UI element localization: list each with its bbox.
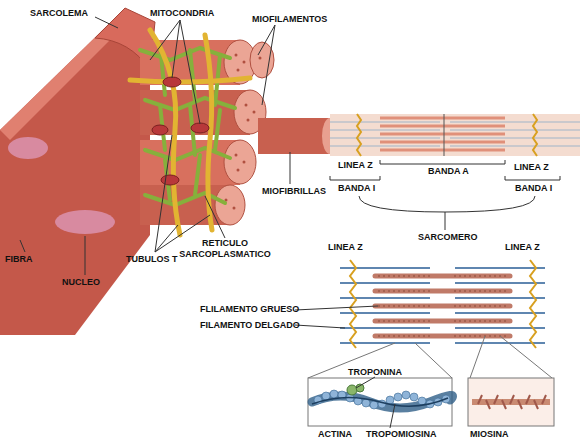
part-label: BANDA A — [428, 166, 469, 177]
sarcomere-detail — [340, 260, 545, 348]
nucleus — [8, 137, 48, 159]
t-tubules — [130, 30, 250, 235]
part-label: NUCLEO — [62, 277, 100, 288]
part-label: RETICULO SARCOPLASMATICO — [175, 238, 275, 260]
part-label: FILAMENTO DELGADO — [200, 320, 300, 331]
leader-lines — [20, 17, 395, 428]
mitochondria — [152, 77, 209, 185]
part-label: FIBRA — [5, 254, 33, 265]
part-label: MIOFIBRILLAS — [262, 186, 326, 197]
part-label: MIOFILAMENTOS — [252, 14, 327, 25]
myosin-filament — [472, 395, 550, 409]
nucleus — [55, 210, 115, 234]
myofibril — [258, 118, 330, 154]
part-label: LINEA Z — [328, 242, 363, 253]
band-brackets — [330, 160, 560, 230]
part-label: TUBULOS T — [126, 254, 178, 265]
part-label: TROPOMIOSINA — [366, 429, 437, 440]
sarcomere-strip — [330, 114, 580, 156]
part-label: SARCOLEMA — [30, 8, 88, 19]
part-label: BANDA I — [515, 183, 552, 194]
part-label: MITOCONDRIA — [150, 8, 214, 19]
zoom-lines — [308, 336, 552, 378]
muscle-fiber — [0, 18, 150, 335]
sarcoplasmic-reticulum — [140, 45, 235, 205]
part-label: SARCOMERO — [418, 232, 478, 243]
part-label: MIOSINA — [470, 429, 509, 440]
actin-filament — [312, 384, 453, 409]
myosin-inset — [468, 378, 554, 426]
part-label: ACTINA — [318, 429, 352, 440]
part-label: TROPONINA — [348, 367, 402, 378]
part-label: LINEA Z — [514, 162, 549, 173]
actin-inset — [308, 378, 452, 426]
part-label: BANDA I — [338, 183, 375, 194]
part-label: FLILAMENTO GRUESO — [200, 304, 299, 315]
part-label: LINEA Z — [338, 160, 373, 171]
part-label: LINEA Z — [505, 242, 540, 253]
